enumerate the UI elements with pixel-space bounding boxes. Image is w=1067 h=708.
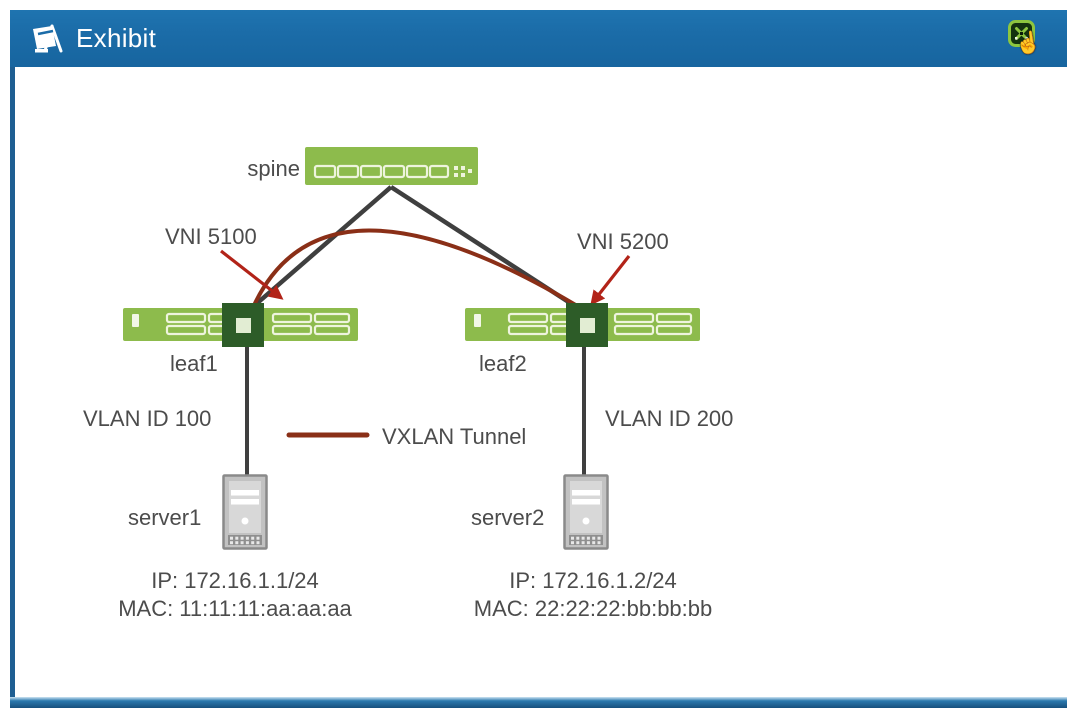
leaf1-label: leaf1 (170, 351, 218, 376)
server2-ip: IP: 172.16.1.2/24 (509, 568, 677, 593)
server1-mac: MAC: 11:11:11:aa:aa:aa (118, 596, 352, 621)
window-border-bottom (10, 697, 1067, 708)
spine-label: spine (247, 156, 300, 181)
server2-label: server2 (471, 505, 545, 530)
server2-addressing: IP: 172.16.1.2/24 MAC: 22:22:22:bb:bb:bb (448, 567, 738, 623)
server1-addressing: IP: 172.16.1.1/24 MAC: 11:11:11:aa:aa:aa (95, 567, 375, 623)
spine-leaf-links (245, 185, 586, 314)
spine-status-leds (454, 166, 472, 177)
vni-5200-arrow (590, 255, 631, 306)
maximize-window-icon[interactable]: ☝ (1008, 20, 1043, 60)
vni-5100-label: VNI 5100 (165, 224, 257, 249)
server1-icon (222, 474, 268, 550)
leaf1-switch-icon (123, 303, 358, 347)
vni-5100-arrow (220, 249, 284, 300)
window-border-left (10, 67, 15, 708)
leaf2-switch-icon (465, 303, 700, 347)
server2-mac: MAC: 22:22:22:bb:bb:bb (473, 596, 713, 621)
server1-ip: IP: 172.16.1.1/24 (151, 568, 319, 593)
legend-vxlan-label: VXLAN Tunnel (382, 424, 527, 449)
exhibit-easel-icon (33, 24, 63, 52)
vxlan-tunnel-curve (249, 228, 586, 313)
vlan-200-label: VLAN ID 200 (605, 406, 734, 431)
titlebar: Exhibit (10, 10, 1067, 67)
spine-switch-icon (305, 147, 478, 185)
maximize-icon-glyph (1008, 20, 1035, 47)
diagram-canvas: spine VNI 5100 VNI 5200 leaf1 leaf2 VLAN… (15, 67, 1067, 697)
hand-cursor-icon: ☝ (1013, 30, 1043, 57)
server1-label: server1 (128, 505, 202, 530)
vni-5200-label: VNI 5200 (577, 229, 669, 254)
leaf2-label: leaf2 (479, 351, 527, 376)
window-title: Exhibit (76, 23, 157, 53)
server2-icon (563, 474, 609, 550)
vlan-100-label: VLAN ID 100 (83, 406, 212, 431)
